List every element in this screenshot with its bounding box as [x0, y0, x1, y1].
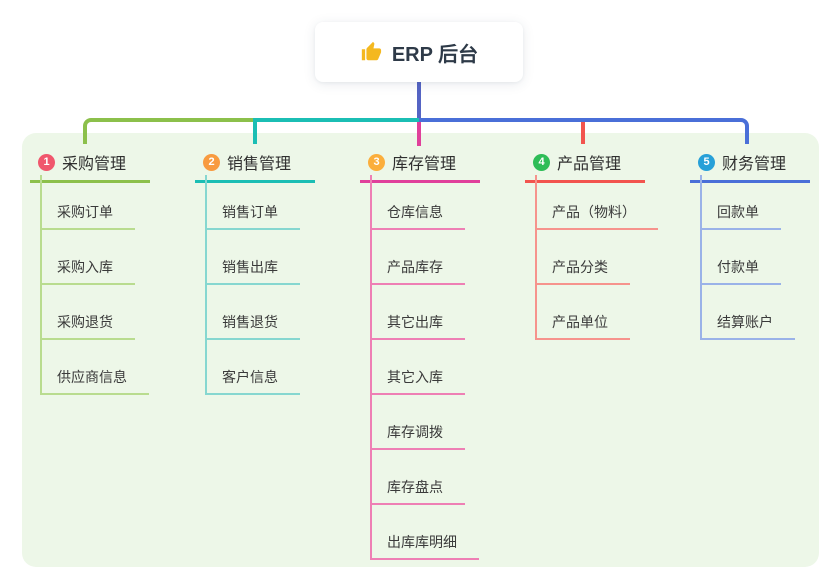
branch-stem-line — [205, 175, 207, 395]
branch-number-badge: 5 — [698, 153, 715, 171]
child-node[interactable]: 客户信息 — [205, 367, 300, 395]
branch-label: 库存管理 — [392, 156, 457, 173]
branch-inventory: 3 库存管理 仓库信息 产品库存 其它出库 其它入库 库存调拨 库存盘点 出库库… — [360, 150, 480, 560]
branch-label: 销售管理 — [227, 156, 292, 173]
branch-sales: 2 销售管理 销售订单 销售出库 销售退货 客户信息 — [195, 150, 315, 395]
child-node[interactable]: 产品分类 — [535, 257, 630, 285]
background-panel — [22, 133, 819, 567]
child-node[interactable]: 结算账户 — [700, 312, 795, 340]
connector-stub-product — [581, 122, 585, 144]
thumbs-up-icon — [360, 41, 382, 63]
child-row: 产品（物料） — [535, 175, 658, 230]
connector-segment-finance — [419, 118, 749, 144]
branch-label: 采购管理 — [62, 156, 127, 173]
branch-children: 回款单 付款单 结算账户 — [700, 175, 795, 340]
child-row: 产品单位 — [535, 285, 658, 340]
branch-number-badge: 1 — [38, 153, 55, 171]
child-node[interactable]: 采购入库 — [40, 257, 135, 285]
child-row: 回款单 — [700, 175, 795, 230]
child-node[interactable]: 采购订单 — [40, 202, 135, 230]
child-row: 仓库信息 — [370, 175, 479, 230]
child-row: 销售退货 — [205, 285, 300, 340]
branch-header[interactable]: 1 采购管理 — [30, 150, 150, 183]
child-row: 销售订单 — [205, 175, 300, 230]
branch-purchase: 1 采购管理 采购订单 采购入库 采购退货 供应商信息 — [30, 150, 150, 395]
child-row: 库存调拨 — [370, 395, 479, 450]
child-row: 销售出库 — [205, 230, 300, 285]
root-node[interactable]: ERP 后台 — [315, 22, 523, 82]
branch-stem-line — [370, 175, 372, 560]
branch-children: 产品（物料） 产品分类 产品单位 — [535, 175, 658, 340]
branch-label: 财务管理 — [722, 156, 787, 173]
child-node[interactable]: 销售订单 — [205, 202, 300, 230]
root-label: ERP 后台 — [391, 43, 479, 66]
branch-header[interactable]: 2 销售管理 — [195, 150, 315, 183]
child-row: 产品库存 — [370, 230, 479, 285]
branch-header[interactable]: 4 产品管理 — [525, 150, 645, 183]
branch-number-badge: 2 — [203, 153, 220, 171]
child-node[interactable]: 回款单 — [700, 202, 781, 230]
child-node[interactable]: 供应商信息 — [40, 367, 149, 395]
branch-stem-line — [40, 175, 42, 395]
branch-number-badge: 3 — [368, 153, 385, 171]
child-row: 库存盘点 — [370, 450, 479, 505]
child-row: 供应商信息 — [40, 340, 149, 395]
branch-number-badge: 4 — [533, 153, 550, 171]
branch-label: 产品管理 — [557, 156, 622, 173]
child-row: 出库库明细 — [370, 505, 479, 560]
child-node[interactable]: 产品库存 — [370, 257, 465, 285]
child-node[interactable]: 出库库明细 — [370, 532, 479, 560]
child-node[interactable]: 销售退货 — [205, 312, 300, 340]
connector-segment-purchase — [83, 118, 255, 144]
branch-header[interactable]: 3 库存管理 — [360, 150, 480, 183]
child-row: 采购退货 — [40, 285, 149, 340]
child-node[interactable]: 仓库信息 — [370, 202, 465, 230]
branch-children: 销售订单 销售出库 销售退货 客户信息 — [205, 175, 300, 395]
root-connector-line — [417, 80, 421, 118]
child-node[interactable]: 销售出库 — [205, 257, 300, 285]
child-row: 其它入库 — [370, 340, 479, 395]
branch-children: 仓库信息 产品库存 其它出库 其它入库 库存调拨 库存盘点 出库库明细 — [370, 175, 479, 560]
child-node[interactable]: 其它入库 — [370, 367, 465, 395]
child-row: 客户信息 — [205, 340, 300, 395]
child-row: 结算账户 — [700, 285, 795, 340]
child-node[interactable]: 付款单 — [700, 257, 781, 285]
child-node[interactable]: 库存盘点 — [370, 477, 465, 505]
child-row: 产品分类 — [535, 230, 658, 285]
child-node[interactable]: 产品单位 — [535, 312, 630, 340]
child-node[interactable]: 产品（物料） — [535, 202, 658, 230]
branch-children: 采购订单 采购入库 采购退货 供应商信息 — [40, 175, 149, 395]
child-row: 采购入库 — [40, 230, 149, 285]
child-row: 付款单 — [700, 230, 795, 285]
child-node[interactable]: 其它出库 — [370, 312, 465, 340]
child-row: 其它出库 — [370, 285, 479, 340]
branch-product: 4 产品管理 产品（物料） 产品分类 产品单位 — [525, 150, 658, 340]
branch-stem-line — [700, 175, 702, 340]
connector-stub-inventory — [417, 122, 421, 146]
branch-finance: 5 财务管理 回款单 付款单 结算账户 — [690, 150, 810, 340]
branch-header[interactable]: 5 财务管理 — [690, 150, 810, 183]
child-row: 采购订单 — [40, 175, 149, 230]
branch-stem-line — [535, 175, 537, 340]
child-node[interactable]: 采购退货 — [40, 312, 135, 340]
child-node[interactable]: 库存调拨 — [370, 422, 465, 450]
connector-segment-sales — [253, 118, 419, 144]
